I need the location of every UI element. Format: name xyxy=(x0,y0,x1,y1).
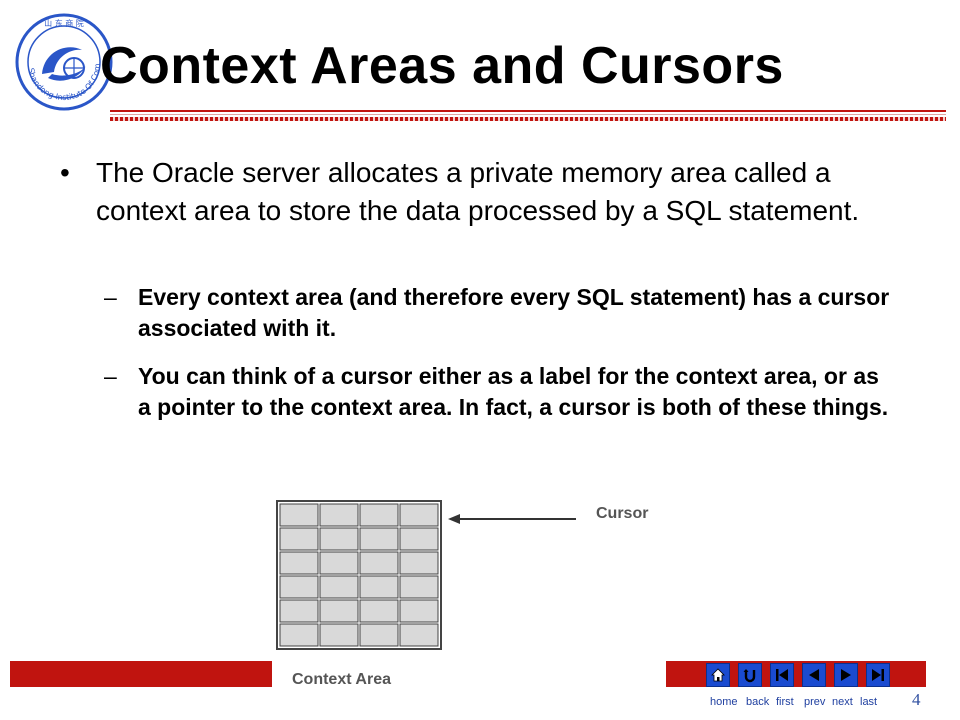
grid-cell xyxy=(359,551,399,575)
footer-bar-left xyxy=(10,661,272,687)
sub-bullet-marker: – xyxy=(104,363,117,389)
sub-bullet: – You can think of a cursor either as a … xyxy=(104,361,894,423)
grid-cell xyxy=(359,623,399,647)
cursor-label: Cursor xyxy=(596,505,649,522)
sub-bullet-text: You can think of a cursor either as a la… xyxy=(138,363,889,420)
nav-label-first[interactable]: first xyxy=(776,696,794,708)
logo-top-text: 山 东 商 院 xyxy=(44,18,84,28)
grid-cell xyxy=(279,575,319,599)
grid-cell xyxy=(319,599,359,623)
grid-cell xyxy=(279,599,319,623)
grid-cell xyxy=(359,527,399,551)
grid-cell xyxy=(319,575,359,599)
title-underline-dotted xyxy=(110,117,946,121)
slide-title: Context Areas and Cursors xyxy=(100,37,784,95)
main-bullet: • The Oracle server allocates a private … xyxy=(60,154,860,230)
nav-label-next[interactable]: next xyxy=(832,696,853,708)
grid-cell xyxy=(359,599,399,623)
last-button[interactable] xyxy=(866,663,890,687)
grid-cell xyxy=(279,503,319,527)
sub-bullet-marker: – xyxy=(104,284,117,310)
cursor-arrow-head-icon xyxy=(448,514,460,524)
grid-cell xyxy=(279,551,319,575)
context-area-diagram xyxy=(276,500,578,655)
grid-cell xyxy=(319,527,359,551)
title-underline xyxy=(110,110,946,112)
grid-cell xyxy=(399,527,439,551)
grid-cell xyxy=(399,623,439,647)
grid-cell xyxy=(319,503,359,527)
grid-cell xyxy=(399,503,439,527)
grid-cell xyxy=(319,551,359,575)
first-button[interactable] xyxy=(770,663,794,687)
home-icon xyxy=(711,668,725,682)
title-underline-thin xyxy=(110,114,946,115)
grid-cell xyxy=(399,551,439,575)
context-area-grid xyxy=(276,500,578,650)
last-icon xyxy=(872,669,884,681)
prev-button[interactable] xyxy=(802,663,826,687)
sub-bullet-text: Every context area (and therefore every … xyxy=(138,284,890,341)
page-number: 4 xyxy=(912,690,921,709)
grid-cell xyxy=(279,623,319,647)
sub-bullet: – Every context area (and therefore ever… xyxy=(104,282,894,344)
grid-cell xyxy=(359,503,399,527)
nav-label-back[interactable]: back xyxy=(746,696,770,708)
bullet-marker: • xyxy=(60,157,70,188)
home-button[interactable] xyxy=(706,663,730,687)
nav-label-last[interactable]: last xyxy=(860,696,878,708)
main-bullet-text: The Oracle server allocates a private me… xyxy=(96,157,860,226)
next-button[interactable] xyxy=(834,663,858,687)
nav-label-home[interactable]: home xyxy=(710,696,738,708)
back-button[interactable] xyxy=(738,663,762,687)
logo-emblem-icon: Shandong Institute Of Commerce 山 东 商 院 xyxy=(10,5,113,111)
first-icon xyxy=(776,669,788,681)
grid-cell xyxy=(399,599,439,623)
grid-cell xyxy=(279,527,319,551)
prev-icon xyxy=(809,669,819,681)
institute-logo: Shandong Institute Of Commerce 山 东 商 院 xyxy=(10,5,114,112)
grid-cell xyxy=(319,623,359,647)
nav-label-prev[interactable]: prev xyxy=(804,696,826,708)
next-icon xyxy=(841,669,851,681)
u-turn-icon xyxy=(743,669,756,683)
context-area-label: Context Area xyxy=(292,671,391,688)
grid-cell xyxy=(359,575,399,599)
grid-cell xyxy=(399,575,439,599)
